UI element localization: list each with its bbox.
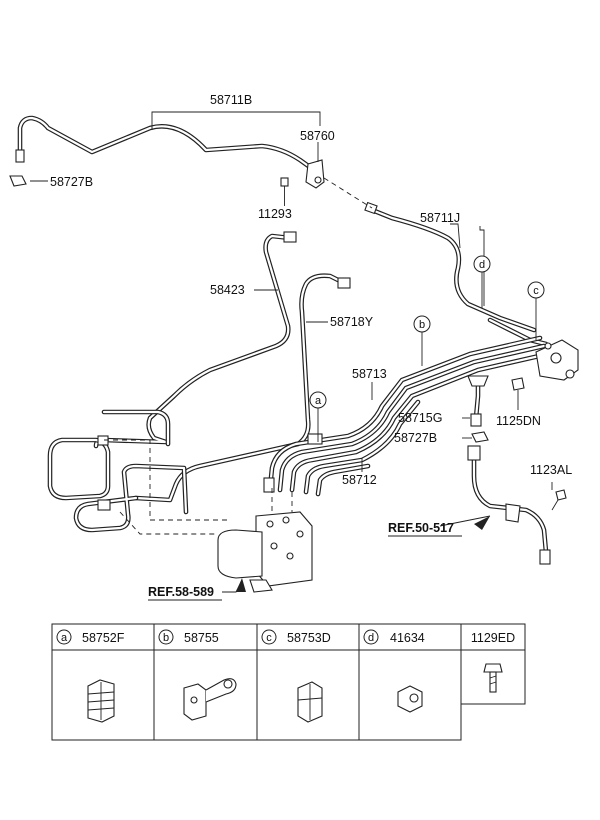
label-58760: 58760 <box>300 129 335 143</box>
label-58715G: 58715G <box>398 411 442 425</box>
clip-58755-icon <box>183 678 237 721</box>
label-58711J: 58711J <box>420 211 460 225</box>
svg-text:b: b <box>163 632 169 644</box>
svg-text:REF.58-589: REF.58-589 <box>148 585 214 599</box>
label-58712: 58712 <box>342 473 377 487</box>
svg-text:58752F: 58752F <box>82 631 125 645</box>
brake-hose-58715G <box>467 375 489 427</box>
label-11293: 11293 <box>258 207 292 221</box>
svg-text:REF.50-517: REF.50-517 <box>388 521 454 535</box>
callout-c: c <box>527 281 545 299</box>
clip-58752F-icon <box>87 679 115 723</box>
svg-text:58753D: 58753D <box>287 631 331 645</box>
abs-dashed-guide <box>104 439 293 535</box>
bolt-11293 <box>280 177 289 198</box>
bolt-1123AL <box>551 489 567 511</box>
ref-58-589-arrow <box>236 578 246 592</box>
svg-text:1129ED: 1129ED <box>471 631 515 645</box>
bracket-58760 <box>305 159 325 189</box>
callout-b: b <box>413 315 431 333</box>
parts-table: a 58752F b 58755 c 58753D d 41634 1129ED <box>51 623 526 741</box>
clip-58753D-icon <box>297 681 323 723</box>
abs-modulator <box>217 511 313 593</box>
junction-block <box>535 339 579 381</box>
label-58727B-top: 58727B <box>50 175 93 189</box>
ref-50-517-arrow <box>474 516 490 530</box>
svg-text:d: d <box>368 632 374 644</box>
table-cell-d: d 41634 <box>363 629 425 645</box>
brake-line-58718Y <box>73 273 351 533</box>
ref-50-517: REF.50-517 <box>388 521 462 537</box>
label-58713: 58713 <box>352 367 387 381</box>
table-cell-c: c 58753D <box>261 629 331 645</box>
svg-text:d: d <box>479 259 485 271</box>
label-58727B-mid: 58727B <box>394 431 437 445</box>
label-1123AL: 1123AL <box>530 463 572 477</box>
bolt-1129ED-icon <box>483 663 503 693</box>
label-58718Y: 58718Y <box>330 315 374 329</box>
svg-text:41634: 41634 <box>390 631 425 645</box>
brake-line-58711B <box>15 115 317 173</box>
svg-text:a: a <box>315 395 322 407</box>
rear-brake-hose <box>467 445 551 565</box>
svg-text:c: c <box>533 285 539 297</box>
table-cell-a: a 58752F <box>56 629 125 645</box>
table-cell-1129ED: 1129ED <box>471 631 515 645</box>
brake-line-58423 <box>47 231 297 501</box>
svg-text:a: a <box>61 632 68 644</box>
callout-a: a <box>309 391 327 409</box>
clip-58727B-top <box>9 175 27 187</box>
svg-text:b: b <box>419 319 425 331</box>
label-58711B: 58711B <box>210 93 252 107</box>
ref-58-589: REF.58-589 <box>148 585 222 601</box>
clip-58727B-mid <box>471 431 489 443</box>
brake-line-bundle-58713 <box>263 335 551 497</box>
bolt-1125DN <box>511 377 525 400</box>
svg-text:58755: 58755 <box>184 631 219 645</box>
svg-text:c: c <box>266 632 272 644</box>
clip-41634-icon <box>397 685 423 713</box>
label-58423: 58423 <box>210 283 245 297</box>
table-cell-b: b 58755 <box>158 629 219 645</box>
dashed-guide-top <box>323 177 373 209</box>
callout-d: d <box>473 255 491 273</box>
label-1125DN: 1125DN <box>496 414 541 428</box>
